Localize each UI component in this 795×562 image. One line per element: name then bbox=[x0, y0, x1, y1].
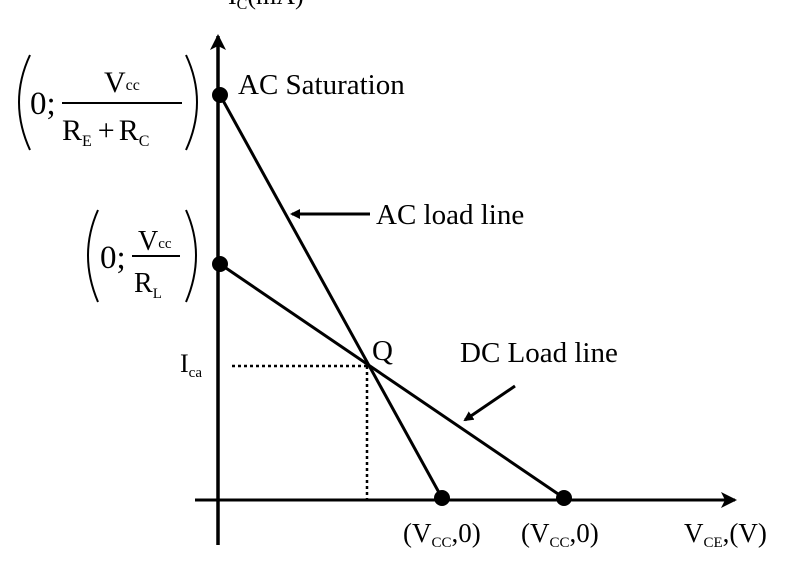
ac-cutoff-point bbox=[434, 490, 450, 506]
svg-text:0;: 0; bbox=[30, 86, 56, 122]
icq-label: Ica bbox=[180, 349, 202, 381]
dc-load-line bbox=[219, 262, 565, 500]
x-axis-label: VCE,(V) bbox=[684, 518, 767, 551]
dc-load-line-label: DC Load line bbox=[460, 337, 618, 369]
dc-saturation-coordinate: 0; Vcc RL bbox=[87, 209, 197, 303]
svg-text:Vcc: Vcc bbox=[104, 66, 140, 99]
dc-load-line-arrow bbox=[463, 384, 516, 422]
svg-text:RL: RL bbox=[134, 268, 162, 302]
ac-load-line bbox=[218, 94, 444, 499]
ac-saturation-coordinate: 0; Vcc RE+RC bbox=[18, 54, 198, 151]
q-point-label: Q bbox=[372, 335, 393, 367]
y-axis-label: IC(mA) bbox=[228, 0, 304, 13]
dc-cutoff-label: (VCC,0) bbox=[521, 518, 599, 551]
ac-saturation-label: AC Saturation bbox=[238, 69, 405, 101]
ac-load-line-label: AC load line bbox=[376, 199, 524, 231]
dc-saturation-point bbox=[212, 256, 228, 272]
svg-text:0;: 0; bbox=[100, 240, 126, 276]
ac-saturation-point bbox=[212, 87, 228, 103]
dc-cutoff-point bbox=[556, 490, 572, 506]
ac-cutoff-label: (VCC,0) bbox=[403, 518, 481, 551]
svg-text:RE+RC: RE+RC bbox=[62, 114, 149, 150]
svg-text:Vcc: Vcc bbox=[138, 226, 172, 257]
